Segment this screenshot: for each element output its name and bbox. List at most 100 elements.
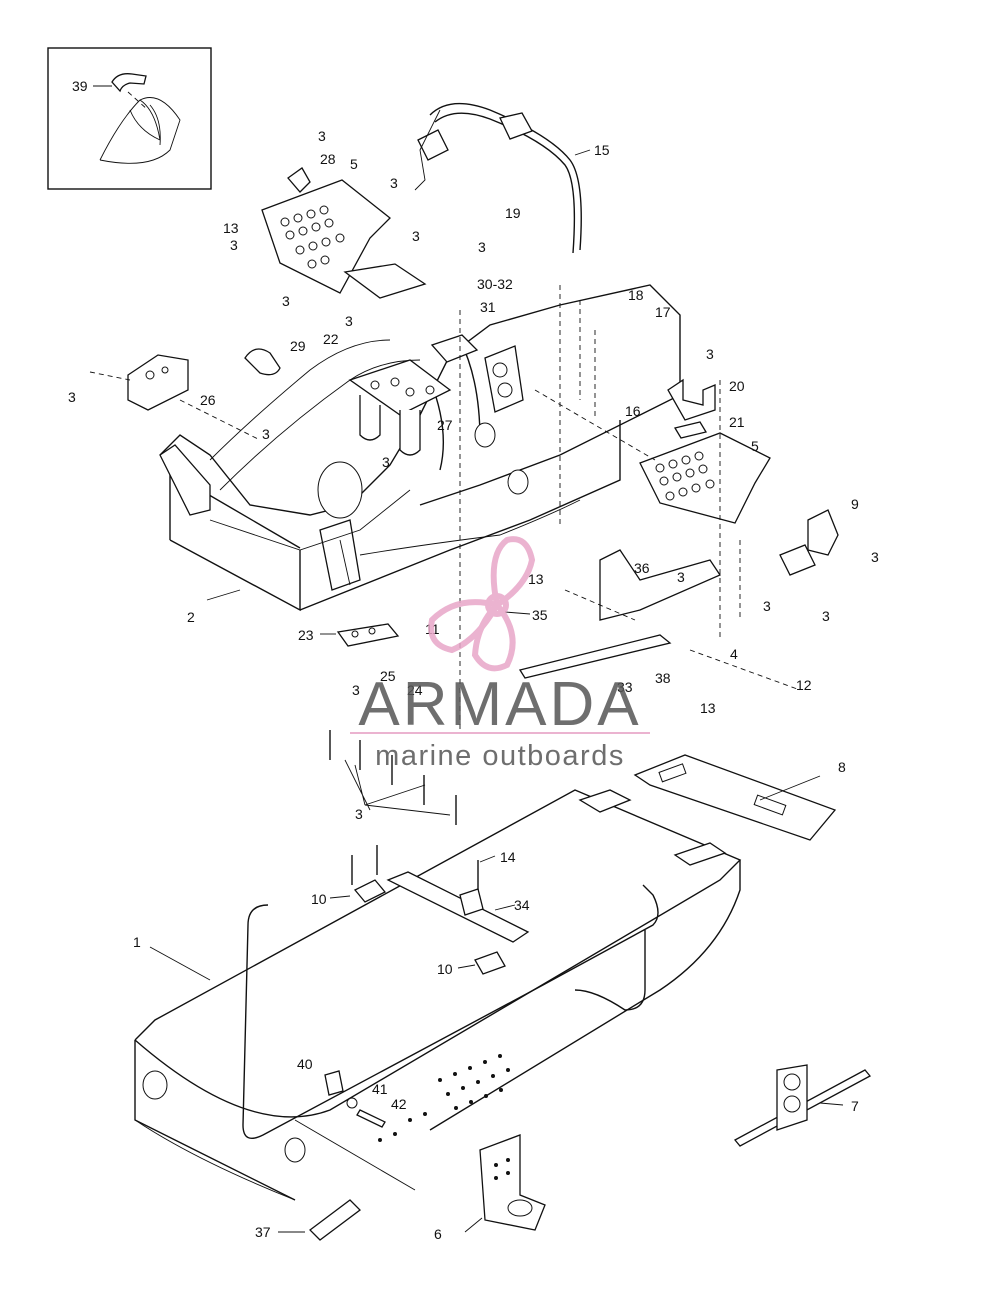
callout-3: 3 — [822, 608, 830, 624]
callout-1: 1 — [133, 934, 141, 950]
callout-36: 36 — [634, 560, 650, 576]
callout-9: 9 — [851, 496, 859, 512]
part-2-frame-top — [159, 284, 681, 516]
callout-10: 10 — [311, 891, 327, 907]
part-40-clip — [324, 1070, 344, 1096]
part-22-bracket — [348, 359, 452, 416]
part-20-bracket — [667, 378, 716, 421]
watermark-brand: ARMADA — [358, 670, 641, 739]
part-26-bracket — [127, 354, 189, 411]
callout-3: 3 — [390, 175, 398, 191]
callout-22: 22 — [323, 331, 339, 347]
callout-38: 38 — [655, 670, 671, 686]
part-8-plate — [633, 754, 837, 841]
part-1-rear-bumper-rod — [242, 884, 659, 1139]
part-34-crossbar — [386, 871, 530, 943]
armada-watermark: ARMADA marine outboards — [350, 536, 650, 772]
callout-31: 31 — [480, 299, 496, 315]
callout-3: 3 — [382, 454, 390, 470]
part-29-clamp — [244, 348, 281, 376]
callout-3: 3 — [355, 806, 363, 822]
callout-4: 4 — [730, 646, 738, 662]
callout-18: 18 — [628, 287, 644, 303]
callout-17: 17 — [655, 304, 671, 320]
callout-39: 39 — [72, 78, 88, 94]
part-42-bolt — [356, 1109, 386, 1128]
callout-37: 37 — [255, 1224, 271, 1240]
part-23-bracket — [336, 623, 400, 647]
callout-14: 14 — [500, 849, 516, 865]
part-5-left-footrest — [261, 179, 391, 294]
callout-13: 13 — [223, 220, 239, 236]
callout-3: 3 — [763, 598, 771, 614]
callout-16: 16 — [625, 403, 641, 419]
callout-20: 20 — [729, 378, 745, 394]
callout-34: 34 — [514, 897, 530, 913]
callout-30-32: 30-32 — [477, 276, 513, 292]
part-6-bracket — [479, 1134, 546, 1231]
callout-7: 7 — [851, 1098, 859, 1114]
callout-19: 19 — [505, 205, 521, 221]
footrest-holes-left — [280, 205, 345, 269]
callout-26: 26 — [200, 392, 216, 408]
callout-labels: 39 15 3 28 5 3 19 13 3 3 3 30-32 18 3 31… — [68, 78, 879, 1242]
inset-detail — [47, 47, 212, 190]
callout-28: 28 — [320, 151, 336, 167]
upper-frame-assembly — [89, 102, 839, 730]
part-21-plate — [673, 421, 708, 439]
part-9-bracket — [807, 509, 839, 556]
callout-33: 33 — [617, 679, 633, 695]
part-30-32-plate — [484, 345, 524, 413]
callout-3: 3 — [706, 346, 714, 362]
inset-bracket — [99, 97, 181, 164]
propeller-logo-icon — [428, 536, 536, 672]
part-39-clip — [111, 73, 147, 93]
leader-lines — [93, 85, 844, 1233]
part-28-bracket — [287, 167, 311, 193]
callout-23: 23 — [298, 627, 314, 643]
part-5-right-footrest — [639, 432, 771, 524]
callout-25: 25 — [380, 668, 396, 684]
callout-5: 5 — [751, 438, 759, 454]
callout-13: 13 — [528, 571, 544, 587]
callout-27: 27 — [437, 417, 453, 433]
callout-2: 2 — [187, 609, 195, 625]
part-1-tunnel — [134, 789, 742, 1118]
callout-5: 5 — [350, 156, 358, 172]
callout-3: 3 — [68, 389, 76, 405]
tunnel-perforations — [378, 1054, 510, 1142]
callout-3: 3 — [412, 228, 420, 244]
callout-10: 10 — [437, 961, 453, 977]
callout-41: 41 — [372, 1081, 388, 1097]
callout-24: 24 — [407, 682, 423, 698]
callout-3: 3 — [478, 239, 486, 255]
callout-3: 3 — [345, 313, 353, 329]
callout-3: 3 — [871, 549, 879, 565]
part-4-rail-bracket — [599, 549, 721, 621]
callout-3: 3 — [677, 569, 685, 585]
part-10-upper-block — [353, 879, 387, 903]
callout-3: 3 — [352, 682, 360, 698]
callout-12: 12 — [796, 677, 812, 693]
part-33-slide-rail — [518, 634, 672, 679]
callout-40: 40 — [297, 1056, 313, 1072]
callout-21: 21 — [729, 414, 745, 430]
lower-tunnel-assembly — [134, 730, 872, 1241]
part-41-washer — [346, 1097, 358, 1109]
part-15-steering-loop — [429, 102, 582, 251]
callout-8: 8 — [838, 759, 846, 775]
watermark-tagline: marine outboards — [375, 740, 625, 772]
callout-42: 42 — [391, 1096, 407, 1112]
callout-3: 3 — [282, 293, 290, 309]
part-31-clip — [430, 334, 479, 363]
callout-6: 6 — [434, 1226, 442, 1242]
callout-35: 35 — [532, 607, 548, 623]
callout-15: 15 — [594, 142, 610, 158]
footrest-holes-right — [655, 451, 715, 501]
part-37-pin — [309, 1199, 361, 1241]
callout-3: 3 — [262, 426, 270, 442]
callout-3: 3 — [318, 128, 326, 144]
callout-29: 29 — [290, 338, 306, 354]
part-10-lower-block — [474, 951, 506, 975]
